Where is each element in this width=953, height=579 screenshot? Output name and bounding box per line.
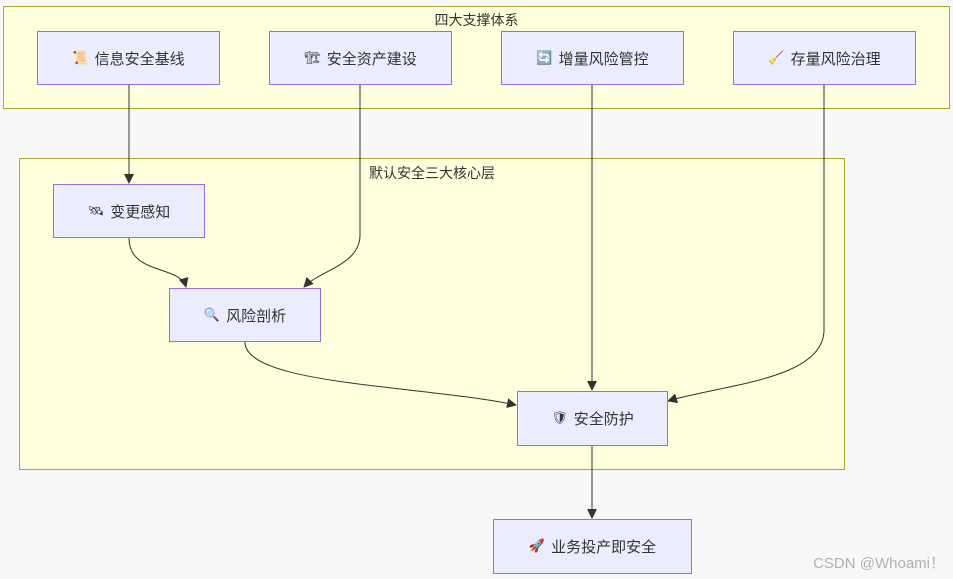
construction-icon: 🏗 <box>304 50 321 66</box>
node-launch-secure[interactable]: 🚀 业务投产即安全 <box>493 519 692 574</box>
edge-change-to-analysis <box>128 237 189 288</box>
satellite-icon: 🛰 <box>87 203 105 219</box>
refresh-icon: 🔄 <box>536 50 553 66</box>
watermark: CSDN @Whoami！ <box>813 555 945 572</box>
node-stock-risk[interactable]: 🧹 存量风险治理 <box>733 31 916 85</box>
edge-analysis-to-protection <box>244 341 517 409</box>
node-asset-build[interactable]: 🏗 安全资产建设 <box>269 31 452 85</box>
node-info-baseline[interactable]: 📜 信息安全基线 <box>37 31 220 85</box>
shield-icon: 🛡 <box>551 411 568 426</box>
rocket-icon: 🚀 <box>528 539 546 554</box>
broom-icon: 🧹 <box>768 50 785 66</box>
node-protection[interactable]: 🛡 安全防护 <box>517 391 668 446</box>
node-change-aware-label: 变更感知 <box>110 202 171 221</box>
node-asset-build-label: 安全资产建设 <box>326 49 417 68</box>
node-change-aware[interactable]: 🛰 变更感知 <box>53 184 205 238</box>
node-incr-risk-label: 增量风险管控 <box>558 49 649 68</box>
node-launch-secure-label: 业务投产即安全 <box>551 538 657 556</box>
node-risk-analysis[interactable]: 🔍 风险剖析 <box>169 288 321 342</box>
edge-stock-to-protection <box>667 85 825 404</box>
node-protection-label: 安全防护 <box>573 410 634 428</box>
node-incr-risk[interactable]: 🔄 增量风险管控 <box>501 31 684 85</box>
pillars-cluster-title: 四大支撑体系 <box>434 13 519 29</box>
magnifier-icon: 🔍 <box>203 307 221 323</box>
node-info-baseline-label: 信息安全基线 <box>94 49 185 68</box>
node-risk-analysis-label: 风险剖析 <box>226 306 287 325</box>
scroll-icon: 📜 <box>72 50 89 66</box>
core-cluster-title: 默认安全三大核心层 <box>369 166 495 182</box>
node-stock-risk-label: 存量风险治理 <box>790 49 881 68</box>
edge-asset-to-analysis <box>303 85 361 288</box>
